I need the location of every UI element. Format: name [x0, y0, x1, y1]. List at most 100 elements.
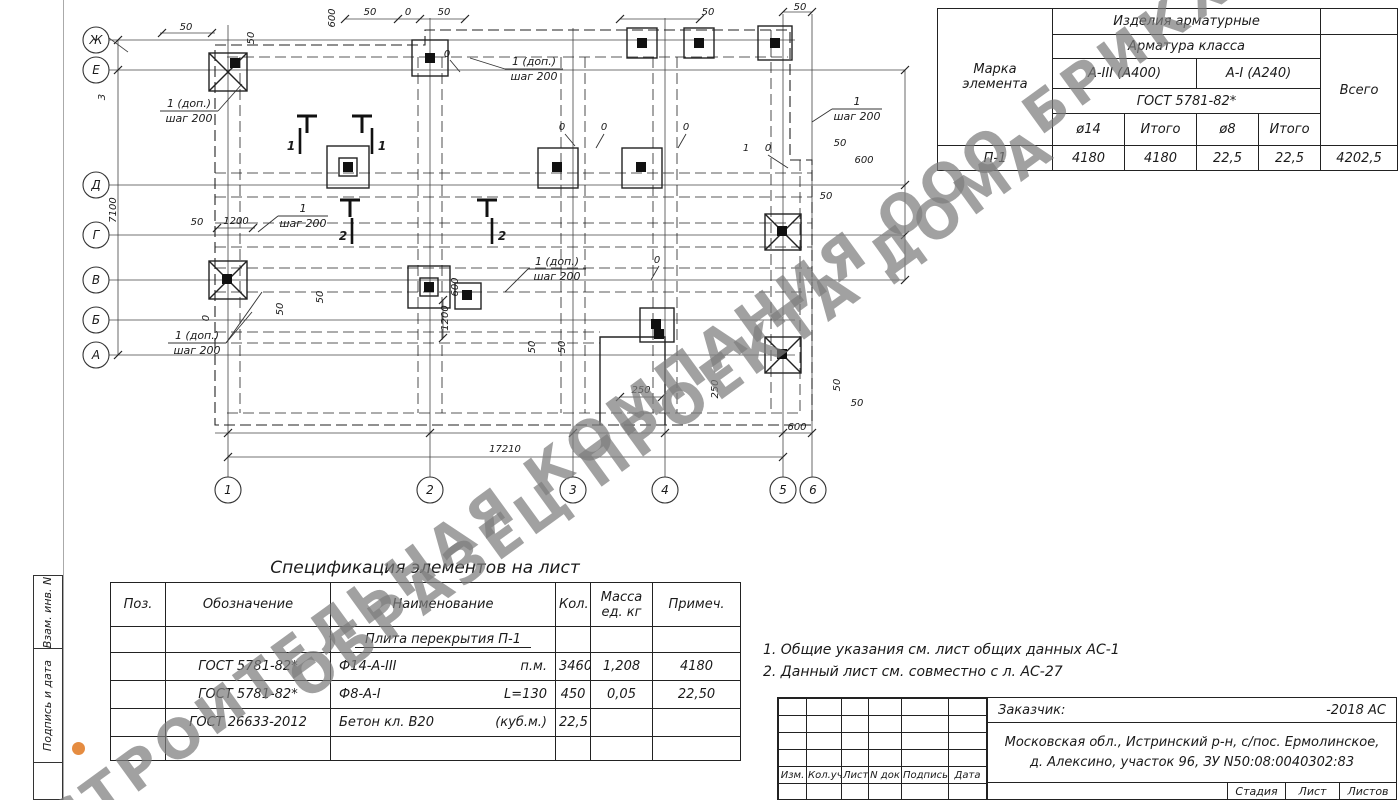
- axis-label: 4: [661, 483, 669, 497]
- spec-prim: [652, 708, 741, 737]
- spec-table-title: Спецификация элементов на лист: [270, 558, 580, 578]
- revision-table: Изм. Кол.уч Лист N док Подпись Дата: [778, 698, 987, 800]
- rebar-empty-cell: [1320, 8, 1399, 35]
- spec-empty-row: [110, 736, 741, 761]
- dim-label: 50: [275, 303, 286, 316]
- annotation-label: шаг 200: [833, 110, 880, 123]
- rev-h-ndok: N док: [868, 766, 902, 784]
- dim-label: 600: [327, 8, 338, 27]
- axis-label: А: [91, 348, 100, 362]
- rebar-d14-value: 4180: [1052, 145, 1125, 171]
- frame-label-podpis: Подпись и дата: [41, 659, 55, 752]
- dim-label: 600: [854, 155, 873, 166]
- annotation-label: шаг 200: [165, 112, 212, 125]
- zero-label: 0: [683, 122, 689, 133]
- rebar-gost: ГОСТ 5781-82*: [1051, 88, 1322, 114]
- dim-label: 50: [180, 22, 193, 33]
- spec-table: Поз. Обозначение Наименование Кол. Масса…: [110, 582, 741, 761]
- spec-row: ГОСТ 26633-2012 Бетон кл. В20(куб.м.) 22…: [110, 708, 741, 737]
- rebar-header-products: Изделия арматурные: [1051, 8, 1322, 35]
- address-line1: Московская обл., Истринский р-н, с/пос. …: [1004, 735, 1380, 750]
- axis-label: Б: [92, 313, 100, 327]
- frame-cell-empty: [34, 763, 62, 800]
- annotation-label: шаг 200: [533, 270, 580, 283]
- doc-code: -2018 АС: [1326, 702, 1386, 718]
- axis-label: 2: [426, 483, 434, 497]
- spec-h-kol: Кол.: [555, 582, 591, 627]
- axis-label: 1: [224, 483, 232, 497]
- spec-h-naim: Наименование: [330, 582, 556, 627]
- axis-label: Ж: [89, 33, 104, 47]
- spec-prim: 4180: [652, 652, 741, 681]
- spec-mass: 1,208: [590, 652, 653, 681]
- section-number: 2: [498, 229, 506, 243]
- rebar-data-row: П-1 4180 4180 22,5 22,5 4202,5: [937, 145, 1399, 171]
- spec-naim: Ф8-А-I: [339, 687, 381, 702]
- axis-label: Г: [93, 228, 101, 242]
- rebar-class-a1: А-I (А240): [1195, 58, 1322, 89]
- zero-label: 0: [559, 122, 565, 133]
- spec-unit: (куб.м.): [495, 715, 547, 730]
- dim-label: 3: [97, 94, 108, 100]
- spec-kol: 450: [555, 680, 591, 709]
- dim-label: 50: [246, 32, 257, 45]
- dim-label: 600: [450, 277, 461, 296]
- annotation-label: 1 (доп.): [167, 97, 211, 110]
- dim-label: 50: [820, 191, 833, 202]
- spec-kol: 22,5: [555, 708, 591, 737]
- section-number: 1: [378, 139, 386, 153]
- spec-prim: 22,50: [652, 680, 741, 709]
- rebar-col-total: Всего: [1320, 34, 1399, 146]
- rebar-mark-value: П-1: [937, 145, 1053, 171]
- axis-label: 6: [809, 483, 817, 497]
- dim-label: 600: [787, 422, 806, 433]
- zero-label: 1: [743, 143, 749, 154]
- spec-unit: L=130: [504, 687, 547, 702]
- title-block: Изм. Кол.уч Лист N док Подпись Дата Зака…: [777, 697, 1397, 800]
- dim-label: 50: [191, 217, 204, 228]
- spec-h-oboz: Обозначение: [165, 582, 331, 627]
- row-axis-bubbles: Ж Е Д Г В Б А: [82, 26, 110, 369]
- sheet-frame-line: [63, 0, 64, 800]
- rev-h-list: Лист: [841, 766, 869, 784]
- dim-label: 50: [834, 138, 847, 149]
- spec-oboz: ГОСТ 26633-2012: [165, 708, 331, 737]
- dim-label: 17210: [489, 444, 521, 455]
- axis-label: Д: [90, 178, 100, 192]
- dim-label: 50: [438, 7, 451, 18]
- axis-label: 5: [779, 483, 787, 497]
- dimension-chains: [117, 11, 906, 458]
- section-number: 2: [339, 229, 347, 243]
- annotation-label: шаг 200: [173, 344, 220, 357]
- rebar-class-a3: А-III (А400): [1052, 58, 1197, 89]
- rev-h-data: Дата: [948, 766, 987, 784]
- section-marks: 1 1 2 2: [287, 128, 506, 244]
- sheet-frame-left-strip: Взам. инв. N Подпись и дата: [33, 575, 63, 800]
- spec-h-poz: Поз.: [110, 582, 166, 627]
- dim-label: 250: [631, 385, 650, 396]
- dim-label: 50: [315, 291, 326, 304]
- zero-label: 0: [444, 49, 450, 60]
- dim-label: 50: [851, 398, 864, 409]
- rebar-col-mark: Марка элемента: [937, 8, 1053, 146]
- annotation-label: 1 (доп.): [175, 329, 219, 342]
- spec-naim: Ф14-А-III: [339, 659, 397, 674]
- interior-beam-lines: [215, 30, 812, 414]
- frame-cell-vzam: Взам. инв. N: [34, 576, 62, 649]
- slab-plan-drawing: 50 50 0 50 50 50 50 1200 250 50 600 50 5…: [82, 2, 910, 504]
- dim-label: 50: [702, 7, 715, 18]
- rebar-itogo2-value: 22,5: [1257, 145, 1322, 171]
- dim-label: 1200: [223, 216, 248, 227]
- spec-unit: п.м.: [520, 659, 547, 674]
- rebar-sub-d8: ø8: [1196, 113, 1259, 146]
- zero-label: 0: [765, 143, 771, 154]
- annotation-label: 1: [300, 202, 307, 215]
- spec-oboz: ГОСТ 5781-82*: [165, 680, 331, 709]
- annotation-label: шаг 200: [279, 217, 326, 230]
- logo-mark: [72, 742, 85, 755]
- dim-label: 50: [557, 341, 568, 354]
- annotation-label: 1 (доп.): [535, 255, 579, 268]
- col-axis-bubbles: 1 2 3 4 5 6: [214, 476, 827, 504]
